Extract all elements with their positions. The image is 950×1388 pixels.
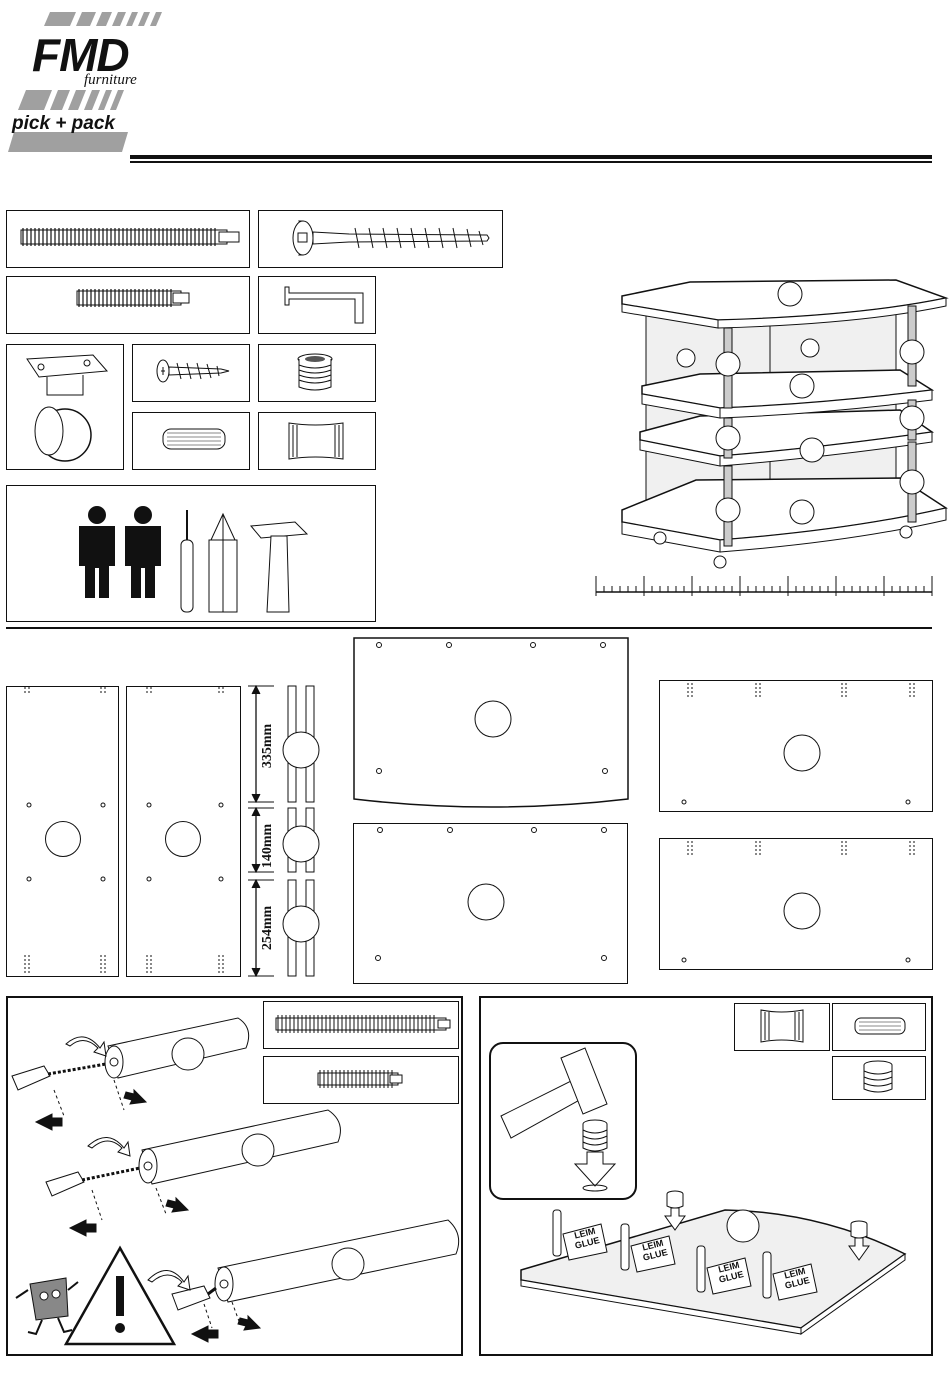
side-panel-left (6, 686, 119, 977)
required-tools-panel (6, 485, 376, 622)
top-shelf-panel (353, 637, 631, 813)
awl-icon (209, 514, 237, 612)
allen-key-icon (258, 276, 376, 334)
fitting-long-dowel-bolt (6, 210, 250, 268)
fitting-confirmat-screw (258, 210, 503, 268)
side-panel-right (126, 686, 241, 977)
dimension-label-top: 335mm (260, 716, 276, 776)
person-icon (125, 506, 161, 598)
fitting-short-dowel-bolt (6, 276, 250, 334)
dimension-label-bottom: 254mm (260, 898, 276, 958)
middle-shelf-panel (353, 823, 628, 984)
header-rule-thin (130, 161, 932, 163)
dimension-label-middle: 140mm (260, 816, 276, 876)
brand-tagline: pick + pack (12, 113, 115, 135)
screwdriver-icon (181, 510, 193, 612)
warning-triangle-icon (66, 1248, 174, 1344)
hammer-icon (251, 522, 307, 612)
assembled-unit-drawing (600, 270, 950, 600)
threaded-insert-icon (258, 344, 376, 402)
back-panel-upper (659, 680, 933, 812)
back-panel-lower (659, 838, 933, 970)
section-divider (6, 627, 932, 629)
measuring-ruler (594, 574, 934, 598)
wood-screw-icon (132, 344, 250, 402)
brand-subtitle: furniture (84, 72, 137, 89)
castor-wheel-icon (6, 344, 124, 470)
wooden-dowel-icon (132, 412, 250, 470)
step-bolt-insertion (6, 996, 463, 1356)
person-icon (79, 506, 115, 598)
mascot-illustration (16, 1278, 78, 1334)
leg-dimension-diagram (244, 684, 324, 980)
edge-strip-icon (258, 412, 376, 470)
header-rule (130, 155, 932, 159)
